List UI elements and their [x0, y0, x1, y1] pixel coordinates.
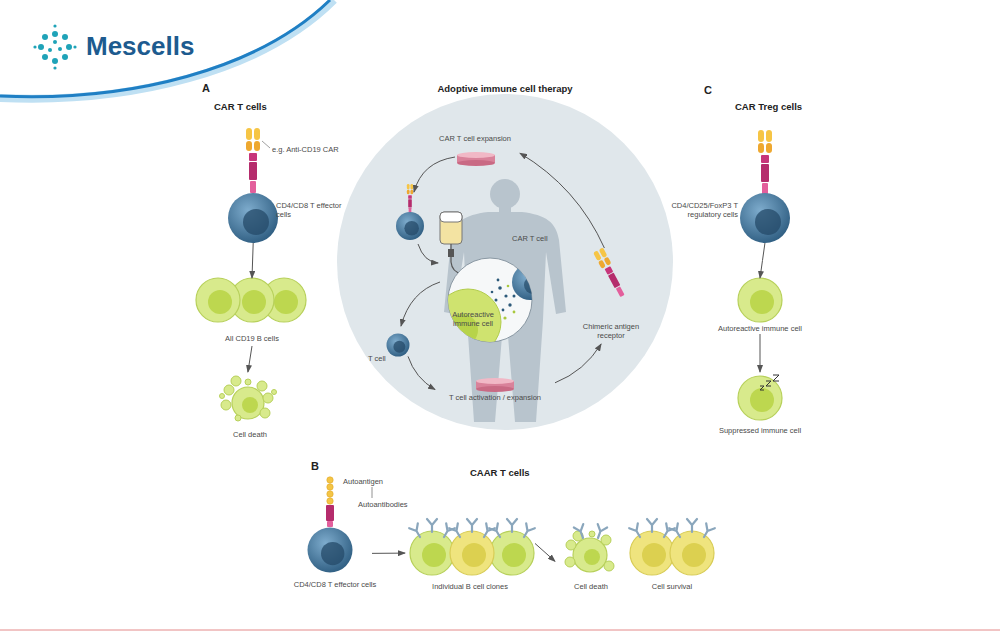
flow-arrow [535, 543, 555, 561]
t-cell: CD4/CD8 T effector cells [228, 193, 368, 243]
dying-cell: Cell death [215, 372, 285, 442]
node-text: Autoreactive immune cell [450, 310, 496, 328]
surviving-cells: Cell survival [632, 510, 712, 598]
b-cell-group: All CD19 B cells [196, 278, 308, 346]
node-text: Individual B cell clones [405, 582, 535, 591]
receptor: Chimeric antigen receptor [578, 248, 644, 344]
panel-letter: A [202, 82, 216, 95]
treg-cell: CD4/CD25/FoxP3 T regulatory cells [640, 193, 790, 243]
culture-dish: T cell activation / expansion [435, 376, 555, 410]
diagram-title: Adoptive immune cell therapy [405, 83, 605, 94]
flow-arrow [408, 356, 435, 389]
node-text: Chimeric antigen receptor [574, 322, 648, 340]
callout-text: Autoantibodies [358, 500, 438, 509]
callout-text: Autoantigen [343, 477, 413, 486]
flow-arrow [760, 243, 765, 278]
node-text: Cell survival [632, 582, 712, 591]
flow-arrow [372, 553, 405, 554]
node-text: T cell activation / expansion [435, 393, 555, 402]
t-cell: CD4/CD8 T effector cells [298, 526, 372, 602]
panel-heading: CAR T cells [214, 101, 294, 112]
node-text: Cell death [215, 430, 285, 439]
flow-arrow [760, 334, 761, 372]
node-text: CD4/CD8 T effector cells [290, 580, 380, 589]
b-cell-group: Individual B cell clones [405, 510, 535, 598]
node-text: All CD19 B cells [196, 334, 308, 343]
node-text: CD4/CD8 T effector cells [276, 201, 348, 219]
autoreactive-cell: Autoreactive immune cell [705, 278, 815, 334]
node-text: Autoreactive immune cell [705, 324, 815, 333]
panel-letter: C [704, 84, 718, 97]
node-text: Suppressed immune cell [705, 426, 815, 435]
magnified-view: CAR T cellAutoreactive immune cell [448, 258, 532, 342]
logo-band [0, 0, 334, 99]
node-text: CD4/CD25/FoxP3 T regulatory cells [640, 201, 738, 219]
node-text: CAR T cell expansion [430, 134, 520, 143]
t-cell: T cell [372, 334, 408, 366]
logo-icon [33, 24, 76, 69]
car-t-panel [196, 128, 306, 421]
panel-heading: CAR Treg cells [735, 101, 825, 112]
flow-arrow [555, 344, 601, 383]
flow-arrow [248, 346, 252, 372]
callout-text: e.g. Anti-CD19 CAR [272, 145, 362, 154]
flow-arrow [252, 243, 253, 278]
node-text: T cell [368, 354, 396, 363]
caar-t-panel [308, 477, 715, 575]
therapy-cycle [337, 94, 673, 430]
car-treg-panel [738, 130, 790, 420]
footer-rule [0, 630, 1000, 631]
culture-dish: CAR T cell expansion [430, 134, 520, 166]
node-text: Cell death [555, 582, 627, 591]
suppressed-cell: Suppressed immune cell [705, 372, 815, 436]
logo-text: Mescells [86, 31, 226, 62]
dying-cell: Cell death [555, 526, 627, 598]
node-text: CAR T cell [512, 234, 562, 243]
flow-arrow [520, 153, 604, 248]
panel-heading: CAAR T cells [470, 467, 560, 478]
panel-letter: B [311, 460, 325, 473]
